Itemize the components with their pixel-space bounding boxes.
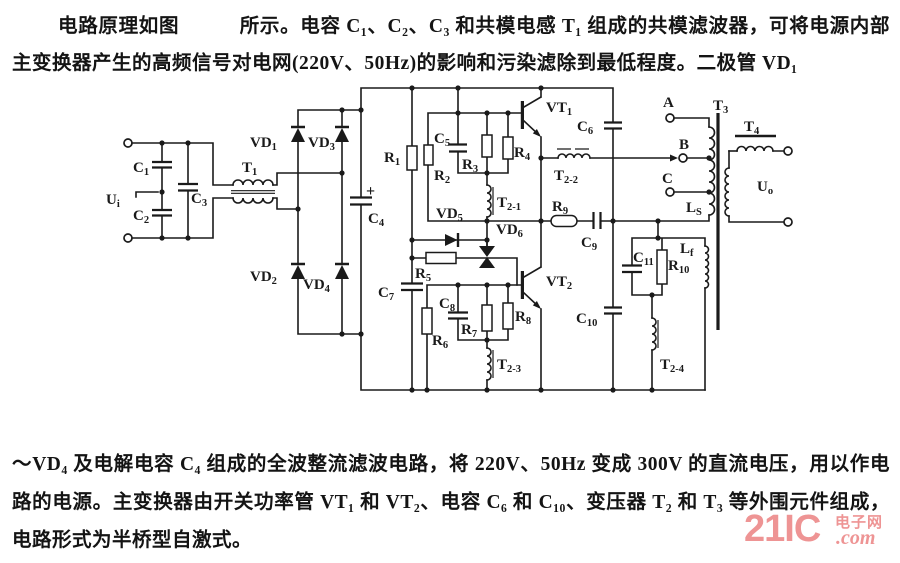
label-c11: C11 <box>633 250 654 268</box>
label-c1: C1 <box>133 160 149 178</box>
label-tap-c: C <box>662 171 673 187</box>
label-vd1: VD1 <box>250 135 277 153</box>
label-r10: R10 <box>668 258 689 276</box>
diode-vd2-icon <box>291 265 305 279</box>
label-t3: T3 <box>713 98 728 116</box>
label-r8: R8 <box>515 309 531 327</box>
label-vt1: VT1 <box>546 100 572 118</box>
transformer-t3: A B C LS T3 <box>662 95 730 330</box>
vt1-drive-network: C5 R2 R3 R4 T2-1 <box>423 87 542 247</box>
label-r7: R7 <box>461 322 477 340</box>
label-vd4: VD4 <box>303 277 331 295</box>
diode-vd4-icon <box>335 265 349 279</box>
transistor-vt2: VT2 <box>520 220 572 391</box>
label-r5: R5 <box>415 266 431 284</box>
label-vt2: VT2 <box>546 274 572 292</box>
diode-vd6-icon <box>479 246 495 257</box>
clamp-network-vd5-vd6: VD5 VD6 R5 <box>411 206 523 286</box>
t2-2-and-snubber: T2-2 R9 C9 <box>540 148 710 253</box>
junction-dots <box>159 85 712 393</box>
diode-vd6-icon <box>479 257 495 268</box>
label-r4: R4 <box>514 145 531 163</box>
label-ui: Ui <box>106 192 120 210</box>
watermark-brand: 21IC <box>744 508 821 550</box>
label-t2-2: T2-2 <box>554 168 578 186</box>
rectifier-bridge: VD1 VD3 VD2 VD4 <box>250 109 362 335</box>
label-r9: R9 <box>552 199 568 217</box>
dc-bus-frame: + C4 C6 C10 <box>350 87 706 391</box>
label-r3: R3 <box>462 157 478 175</box>
output-transformer-t4: T4 Uo <box>728 119 793 227</box>
label-vd6: VD6 <box>496 222 523 240</box>
label-t2-3: T2-3 <box>497 357 521 375</box>
label-t4: T4 <box>744 119 760 137</box>
label-r6: R6 <box>432 333 448 351</box>
common-mode-choke-t1: T1 <box>231 160 343 210</box>
label-c4-polarity: + <box>366 183 375 200</box>
transistor-vt1: VT1 <box>520 87 572 222</box>
diode-vd3-icon <box>335 128 349 142</box>
diode-vd5-icon <box>445 234 458 246</box>
label-c6: C6 <box>577 119 593 137</box>
label-vd3: VD3 <box>308 135 335 153</box>
watermark-site-name: 电子网 <box>835 515 884 531</box>
vt2-drive-network: C8 R6 R7 R8 T2-3 <box>421 284 531 391</box>
label-ls: LS <box>686 200 702 218</box>
description-paragraph: ～VD₄ 及电解电容 C₄ 组成的全波整流滤波电路，将 220V、50Hz 变成… <box>12 454 890 551</box>
label-c2: C2 <box>133 208 149 226</box>
label-c10: C10 <box>576 311 597 329</box>
label-r2: R2 <box>434 168 450 186</box>
label-tap-b: B <box>679 137 689 153</box>
label-lf: Lf <box>680 241 694 259</box>
label-vd2: VD2 <box>250 269 277 287</box>
label-r1: R1 <box>384 150 400 168</box>
label-c3: C3 <box>191 191 207 209</box>
current-arrow-icon <box>670 154 678 162</box>
input-filter-section: Ui C1 C2 C3 <box>106 138 234 243</box>
bias-column-r1-c7: R1 C7 <box>378 87 423 391</box>
label-t1: T1 <box>242 160 257 178</box>
label-c8: C8 <box>439 296 455 314</box>
watermark-domain-suffix: .com <box>836 527 876 549</box>
label-c7: C7 <box>378 285 394 303</box>
diode-vd1-icon <box>291 128 305 142</box>
label-tap-a: A <box>663 95 674 111</box>
label-c5: C5 <box>434 131 450 149</box>
label-vd5: VD5 <box>436 206 463 224</box>
intro-paragraph: 电路原理如图 所示。电容 C₁、C₂、C₃ 和共模电感 T₁ 组成的共模滤波器，… <box>12 16 890 74</box>
label-t2-1: T2-1 <box>497 195 521 213</box>
label-c9: C9 <box>581 235 597 253</box>
label-uo: Uo <box>757 179 773 197</box>
label-t2-4: T2-4 <box>660 357 685 375</box>
label-c4: C4 <box>368 211 385 229</box>
feedback-block: C11 R10 Lf T2-4 <box>622 237 710 391</box>
